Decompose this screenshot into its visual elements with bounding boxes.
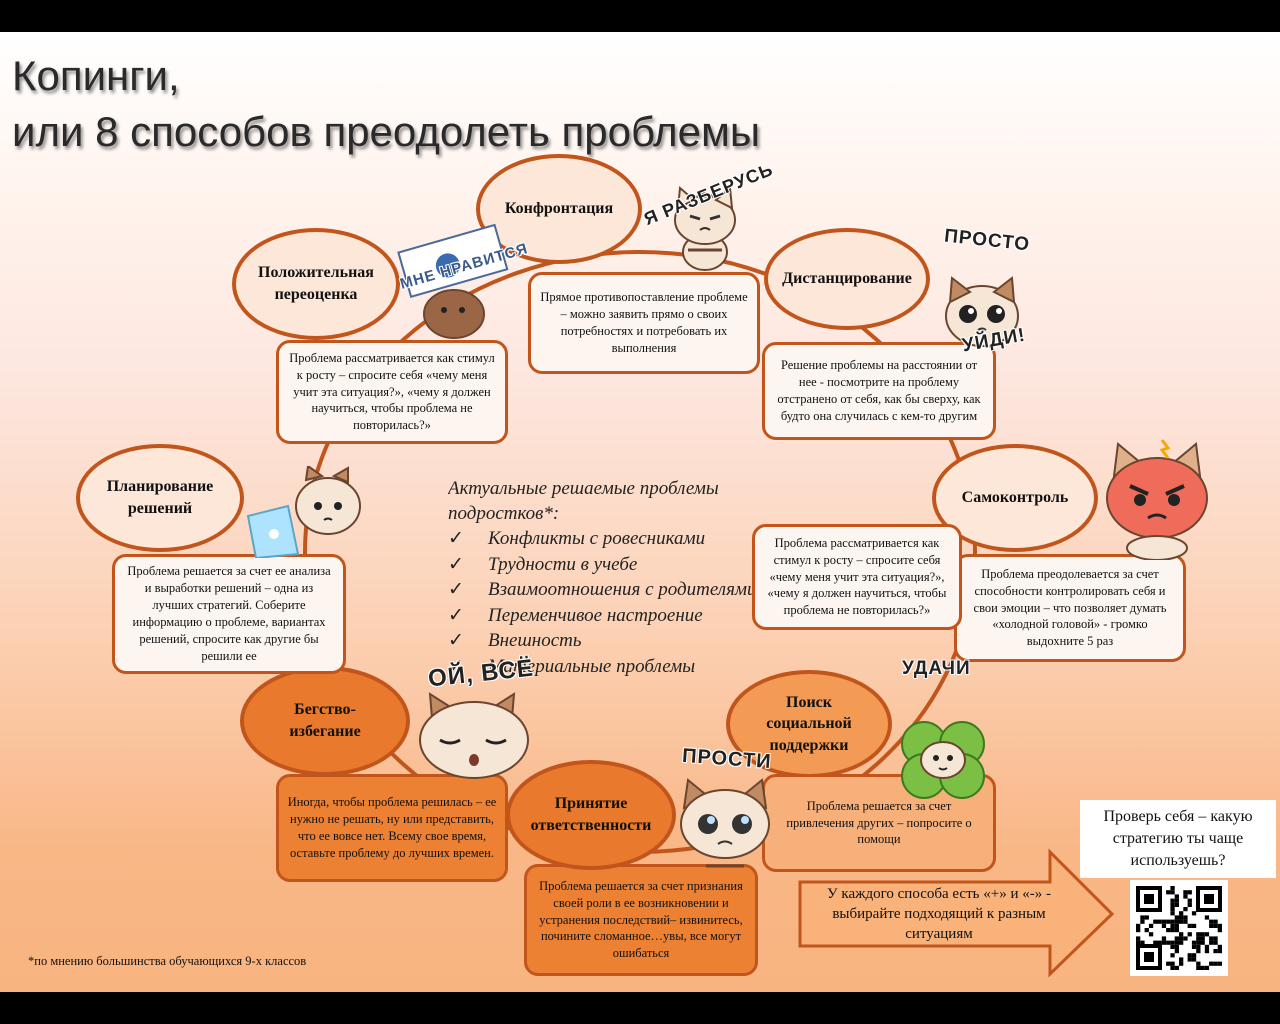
check-yourself-text: Проверь себя – какую стратегию ты чаще и…: [1103, 808, 1253, 869]
oval-confrontation: Конфронтация: [476, 154, 642, 264]
planning-label: Планирование решений: [106, 478, 214, 517]
arrow-right-icon: [798, 848, 1115, 978]
distancing-text: Решение проблемы на расстоянии от нее - …: [777, 358, 981, 423]
problem-item-text: Трудности в учебе: [488, 553, 638, 575]
arrow-text: У каждого способа есть «+» и «-» - выбир…: [827, 886, 1051, 942]
box-overlay-reappraisal: Проблема рассматривается как стимул к ро…: [752, 524, 962, 630]
social-support-text: Проблема решается за счет привлечения др…: [786, 798, 972, 847]
box-avoidance: Иногда, чтобы проблема решилась – ее нуж…: [276, 774, 508, 882]
check-icon: ✓: [448, 604, 464, 626]
check-icon: ✓: [448, 553, 464, 575]
box-responsibility: Проблема решается за счет признания свое…: [524, 864, 758, 976]
self-control-text: Проблема преодолевается за счет способно…: [973, 566, 1167, 649]
problem-item-text: Взаимоотношения с родителями: [488, 579, 757, 600]
box-positive-reappraisal: Проблема рассматривается как стимул к ро…: [276, 340, 508, 444]
cat-sign-icon: [397, 223, 509, 339]
list-item: ✓ Материальные проблемы: [448, 654, 770, 680]
oval-responsibility: Принятие ответственности: [506, 760, 676, 870]
list-item: ✓ Переменчивое настроение: [448, 603, 770, 629]
problem-item-text: Материальные проблемы: [488, 655, 696, 677]
list-item: ✓ Трудности в учебе: [448, 552, 770, 578]
title-line-1: Копинги,: [12, 52, 180, 99]
qr-code-icon[interactable]: [1130, 880, 1228, 976]
problems-list: ✓ Конфликты с ровесниками ✓ Трудности в уч…: [448, 526, 770, 679]
distancing-label: Дистанцирование: [782, 270, 912, 288]
responsibility-label: Принятие ответственности: [530, 795, 652, 834]
check-icon: ✓: [448, 630, 464, 651]
problem-item-text: Конфликты с ровесниками: [488, 528, 706, 549]
box-self-control: Проблема преодолевается за счет способно…: [954, 554, 1186, 662]
check-yourself-box: Проверь себя – какую стратегию ты чаще и…: [1080, 800, 1276, 878]
oval-positive-reappraisal: Положительная переоценка: [232, 228, 400, 340]
self-control-label: Самоконтроль: [961, 489, 1069, 507]
cat-stop-hand-icon: [945, 276, 1019, 347]
overlay-reappraisal-text: Проблема рассматривается как стимул к ро…: [767, 535, 947, 618]
positive-reappraisal-text: Проблема рассматривается как стимул к ро…: [289, 350, 495, 433]
sad-cat-icon: [680, 778, 770, 868]
oval-social-support: Поиск социальной поддержки: [726, 670, 892, 778]
list-item: ✓ Конфликты с ровесниками: [448, 526, 770, 552]
check-icon: ✓: [448, 528, 464, 549]
list-item: ✓ Внешность: [448, 628, 770, 654]
positive-reappraisal-label: Положительная переоценка: [258, 264, 374, 303]
center-title: Актуальные решаемые проблемы подростков*…: [448, 478, 719, 524]
clover-cat-icon: [901, 721, 985, 799]
center-problems-list: Актуальные решаемые проблемы подростков*…: [448, 476, 770, 686]
footnote: *по мнению большинства обучающихся 9-х к…: [28, 954, 307, 968]
cat-arms-crossed-icon: [674, 185, 736, 271]
angry-cat-icon: [1106, 439, 1208, 560]
box-confrontation: Прямое противопоставление проблеме – мож…: [528, 272, 760, 374]
laptop-cat-icon: [246, 466, 361, 558]
planning-text: Проблема решается за счет ее анализа и в…: [127, 564, 331, 663]
box-distancing: Решение проблемы на расстоянии от нее - …: [762, 342, 996, 440]
oval-avoidance: Бегство-избегание: [240, 666, 410, 776]
sleepy-cat-icon: [419, 692, 529, 779]
social-support-label: Поиск социальной поддержки: [766, 693, 852, 754]
oval-distancing: Дистанцирование: [764, 228, 930, 330]
slide: Копинги, или 8 способов преодолеть пробл…: [0, 32, 1280, 992]
confrontation-text: Прямое противопоставление проблеме – мож…: [540, 290, 748, 355]
check-icon: ✓: [448, 655, 464, 677]
check-icon: ✓: [448, 579, 464, 600]
list-item: ✓ Взаимоотношения с родителями: [448, 577, 770, 603]
problem-item-text: Внешность: [488, 630, 582, 651]
oval-planning: Планирование решений: [76, 444, 244, 552]
title-line-2: или 8 способов преодолеть проблемы: [12, 108, 761, 155]
problem-item-text: Переменчивое настроение: [488, 604, 703, 626]
confrontation-label: Конфронтация: [504, 200, 614, 218]
avoidance-label: Бегство-избегание: [289, 701, 361, 740]
sticker-udachi: УДАЧИ: [902, 658, 971, 679]
responsibility-text: Проблема решается за счет признания свое…: [539, 878, 743, 961]
avoidance-text: Иногда, чтобы проблема решилась – ее нуж…: [287, 795, 497, 860]
box-planning: Проблема решается за счет ее анализа и в…: [112, 554, 346, 674]
